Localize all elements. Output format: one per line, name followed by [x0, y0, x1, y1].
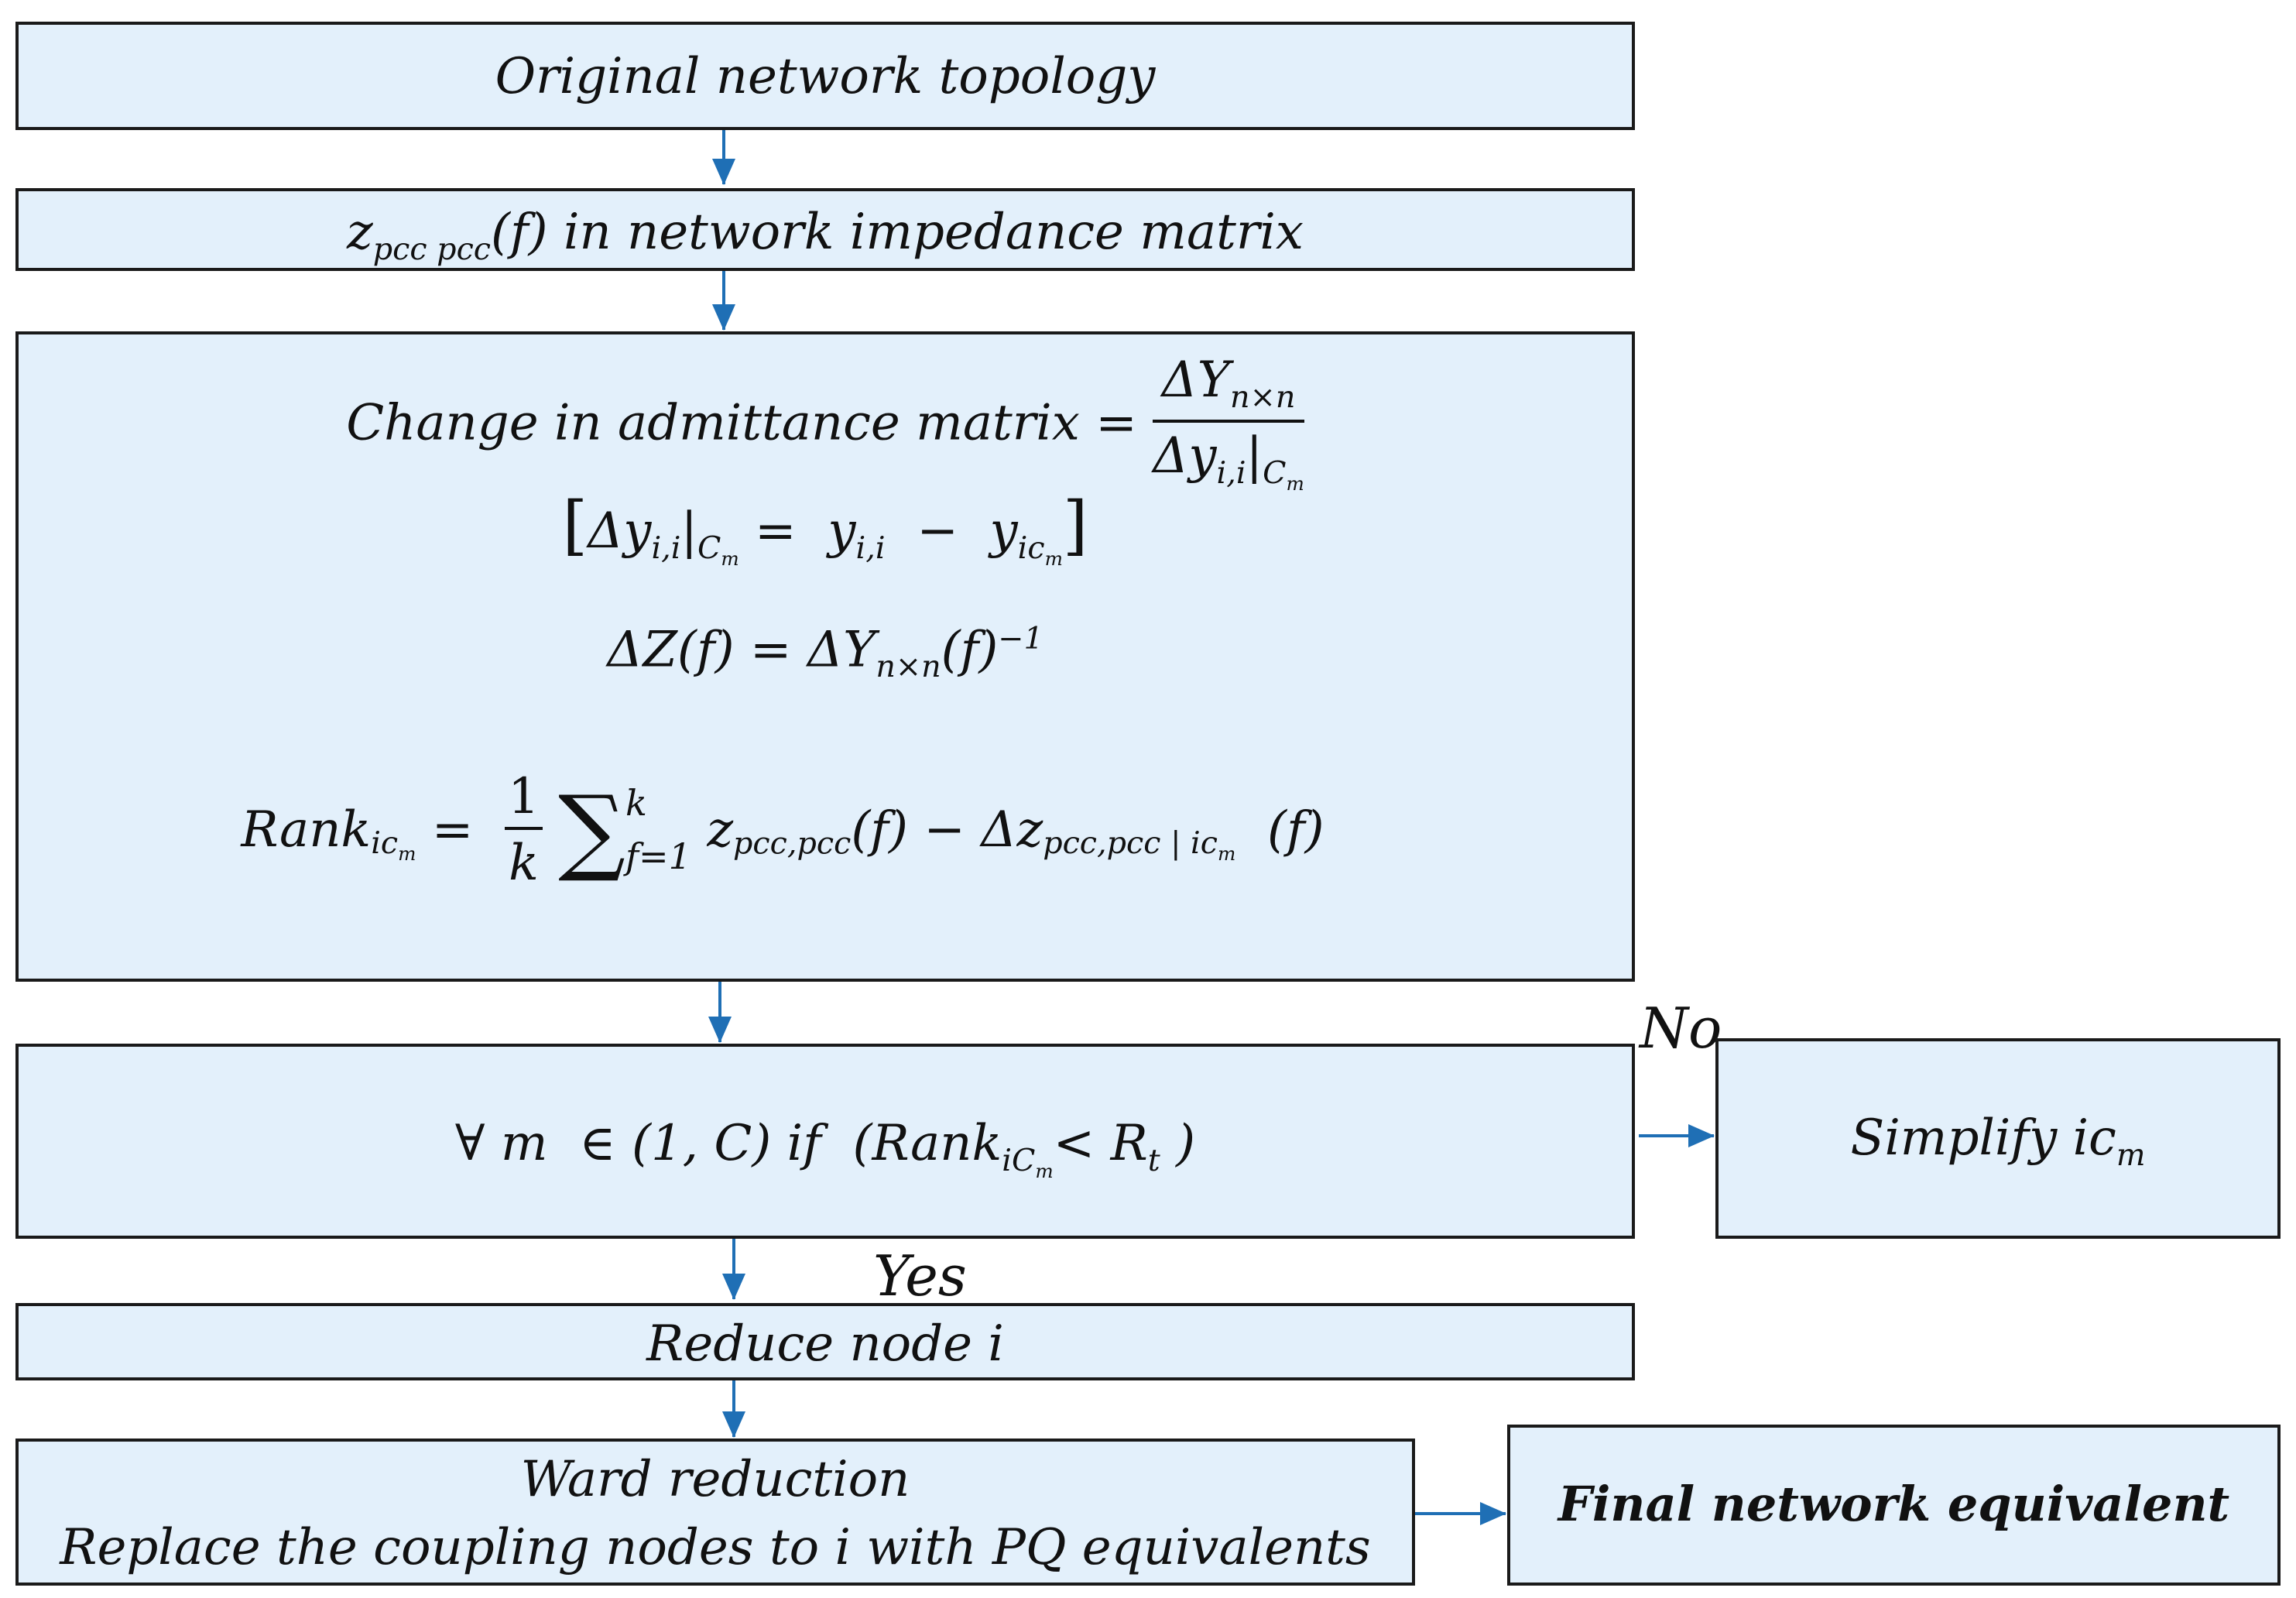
eq4-mid: (f) − Δz [851, 801, 1043, 859]
zpcc-text: zpcc pcc(f) in network impedance matrix [19, 204, 1632, 267]
eq4-z: z [691, 801, 734, 859]
eq4-sigma: ∑ [558, 775, 625, 885]
ward-line2: Replace the coupling nodes to i with PQ … [60, 1519, 1371, 1576]
final-equivalent-text: Final network equivalent [1558, 1476, 2230, 1532]
eq1-denominator: Δyi,i|Cm [1153, 423, 1304, 495]
eq2-d-sub2: m [1044, 547, 1063, 570]
eq1-den-bar: | [1246, 427, 1263, 485]
eq4-fraction: 1 k [505, 768, 543, 892]
cond-end: ) [1160, 1115, 1196, 1172]
original-topology-text: Original network topology [495, 48, 1156, 105]
zpcc-rest: (f) in network impedance matrix [491, 204, 1304, 261]
eq4-rank: Rank [241, 801, 372, 859]
eq2-d: y [989, 502, 1018, 560]
eq2-c-sub: m [721, 547, 739, 570]
eq1-lhs: Change in admittance matrix = [346, 394, 1137, 452]
equation-delta-z: ΔZ(f) = ΔYn×n(f)−1 [19, 621, 1632, 684]
simplify-main: Simplify ic [1850, 1109, 2116, 1167]
zpcc-sub: pcc pcc [372, 231, 492, 267]
final-equivalent-box: Final network equivalent [1507, 1425, 2281, 1586]
reduce-node-text: Reduce node i [646, 1315, 1004, 1373]
eq1-numerator: ΔYn×n [1153, 351, 1304, 423]
eq1-num-main: ΔY [1161, 351, 1231, 409]
simplify-box: Simplify icm [1715, 1038, 2281, 1239]
eq4-z-sub: pcc,pcc [733, 825, 852, 862]
equation-admittance-change: Change in admittance matrix = ΔYn×n Δyi,… [19, 351, 1632, 495]
equations-box: Change in admittance matrix = ΔYn×n Δyi,… [15, 331, 1635, 982]
ward-line1: Ward reduction [520, 1451, 910, 1508]
eq4-frac-den: k [509, 835, 539, 892]
eq2-minus: − [885, 502, 990, 560]
condition-text: ∀ m ∈ (1, C) if (RankiCm< Rt ) [19, 1115, 1632, 1182]
eq2-d-sub: ic [1017, 530, 1045, 566]
cond-pre: ∀ m ∈ (1, C) if (Rank [454, 1115, 1002, 1172]
eq4-sum-top: k [625, 781, 647, 824]
eq1-den-sub: i,i [1216, 454, 1246, 491]
eq4-end: (f) [1235, 801, 1324, 859]
eq2-bar: | [680, 502, 698, 560]
no-label: No [1640, 996, 1722, 1061]
cond-mid: < R [1053, 1115, 1148, 1172]
eq3-b: (f) [941, 621, 999, 679]
eq2-equals: = [738, 502, 828, 560]
eq2-b-sub: i,i [855, 530, 886, 566]
eq1-num-sub: n×n [1230, 379, 1296, 415]
eq2-a: Δy [588, 502, 652, 560]
cond-rt-sub: t [1147, 1142, 1160, 1178]
condition-box: ∀ m ∈ (1, C) if (RankiCm< Rt ) [15, 1044, 1635, 1239]
eq4-sum-bot: f=1 [625, 835, 691, 877]
zpcc-box: zpcc pcc(f) in network impedance matrix [15, 188, 1635, 271]
eq1-den-sub2: C [1263, 454, 1287, 491]
ward-reduction-box: Ward reduction Replace the coupling node… [15, 1439, 1415, 1586]
eq1-den-main: Δy [1153, 427, 1217, 485]
eq3-a-sub: n×n [876, 649, 941, 685]
eq4-rank-sub2: m [398, 842, 416, 866]
eq1-fraction: ΔYn×n Δyi,i|Cm [1153, 351, 1304, 495]
eq4-dz-sub: pcc,pcc | ic [1043, 825, 1218, 862]
equation-delta-y: [Δyi,i|Cm = yi,i − yicm] [19, 488, 1632, 570]
eq4-dz-sub2: m [1217, 842, 1236, 866]
eq4-frac-num: 1 [505, 768, 543, 830]
zpcc-z: z [347, 204, 373, 261]
eq2-c: C [697, 530, 721, 566]
eq3-a: ΔZ(f) = ΔY [607, 621, 876, 679]
eq3-sup: −1 [998, 621, 1043, 657]
eq1-den-sub3: m [1286, 472, 1304, 495]
reduce-node-box: Reduce node i [15, 1303, 1635, 1380]
simplify-text: Simplify icm [1719, 1109, 2277, 1173]
simplify-sub: m [2116, 1137, 2146, 1173]
eq4-sum-limits: k f=1 [625, 777, 691, 883]
cond-sub: iC [1002, 1142, 1036, 1178]
original-topology-box: Original network topology [15, 22, 1635, 130]
yes-label: Yes [873, 1243, 967, 1308]
eq4-rank-sub: ic [371, 825, 399, 862]
cond-sub2: m [1035, 1159, 1054, 1182]
eq2-close-bracket: ] [1062, 488, 1088, 563]
eq4-equals: = [416, 801, 489, 859]
eq2-a-sub: i,i [651, 530, 681, 566]
eq2-b: y [828, 502, 856, 560]
eq2-open-bracket: [ [562, 488, 588, 563]
